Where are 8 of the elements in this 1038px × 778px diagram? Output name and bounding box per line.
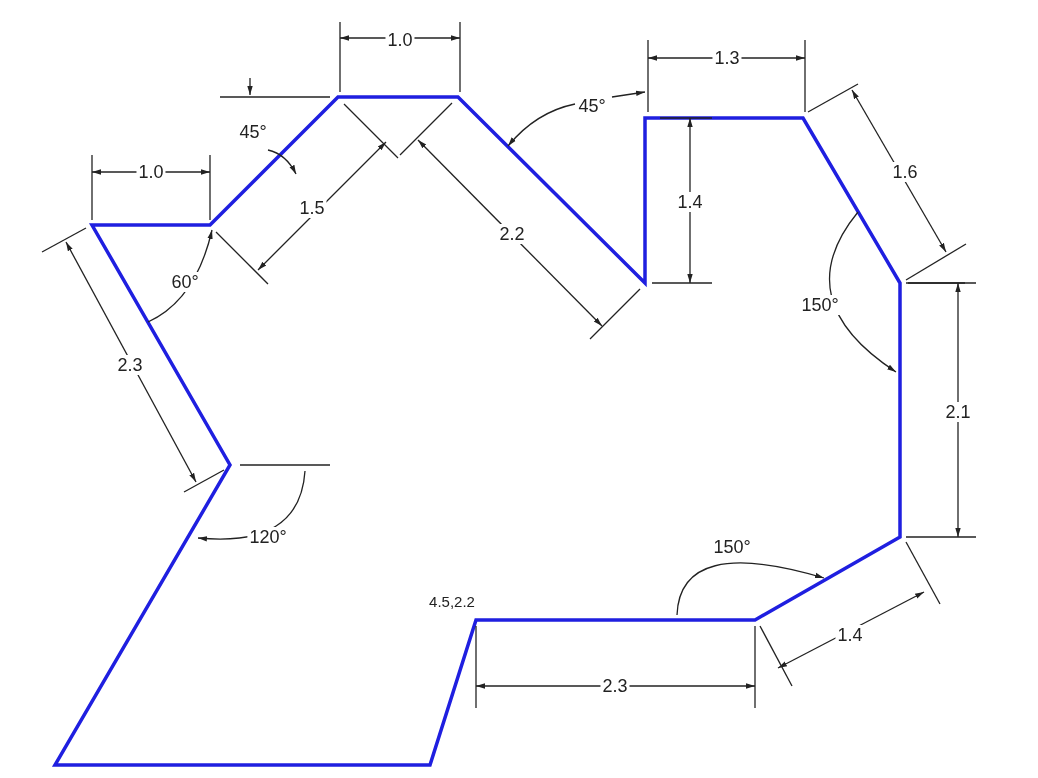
angle-value: 150° xyxy=(799,295,841,315)
dimension-value: 1.4 xyxy=(675,192,705,212)
dimension-value: 2.1 xyxy=(943,402,973,422)
dimension-value: 1.5 xyxy=(297,198,327,218)
dimension-value: 2.3 xyxy=(115,355,145,375)
dimension-value: 1.6 xyxy=(890,162,920,182)
angle-value: 60° xyxy=(169,272,201,292)
dimension-value: 2.2 xyxy=(497,224,527,244)
